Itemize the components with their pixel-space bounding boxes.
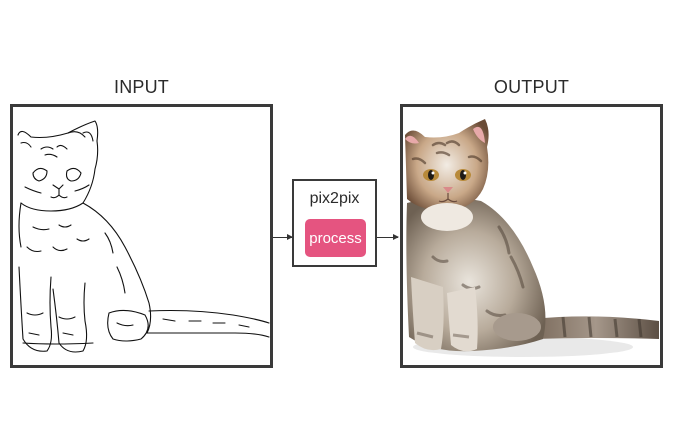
input-label: INPUT bbox=[114, 77, 169, 97]
cat-edge-drawing bbox=[17, 120, 270, 353]
process-button[interactable]: process bbox=[305, 219, 366, 257]
output-image bbox=[400, 104, 663, 368]
model-title: pix2pix bbox=[309, 190, 360, 207]
input-canvas[interactable] bbox=[10, 104, 273, 368]
generated-cat-image bbox=[405, 119, 659, 357]
model-to-output-arrow bbox=[377, 234, 399, 240]
input-to-model-arrow bbox=[273, 234, 293, 240]
output-label: OUTPUT bbox=[493, 77, 570, 97]
model-box: pix2pix process bbox=[292, 179, 377, 267]
